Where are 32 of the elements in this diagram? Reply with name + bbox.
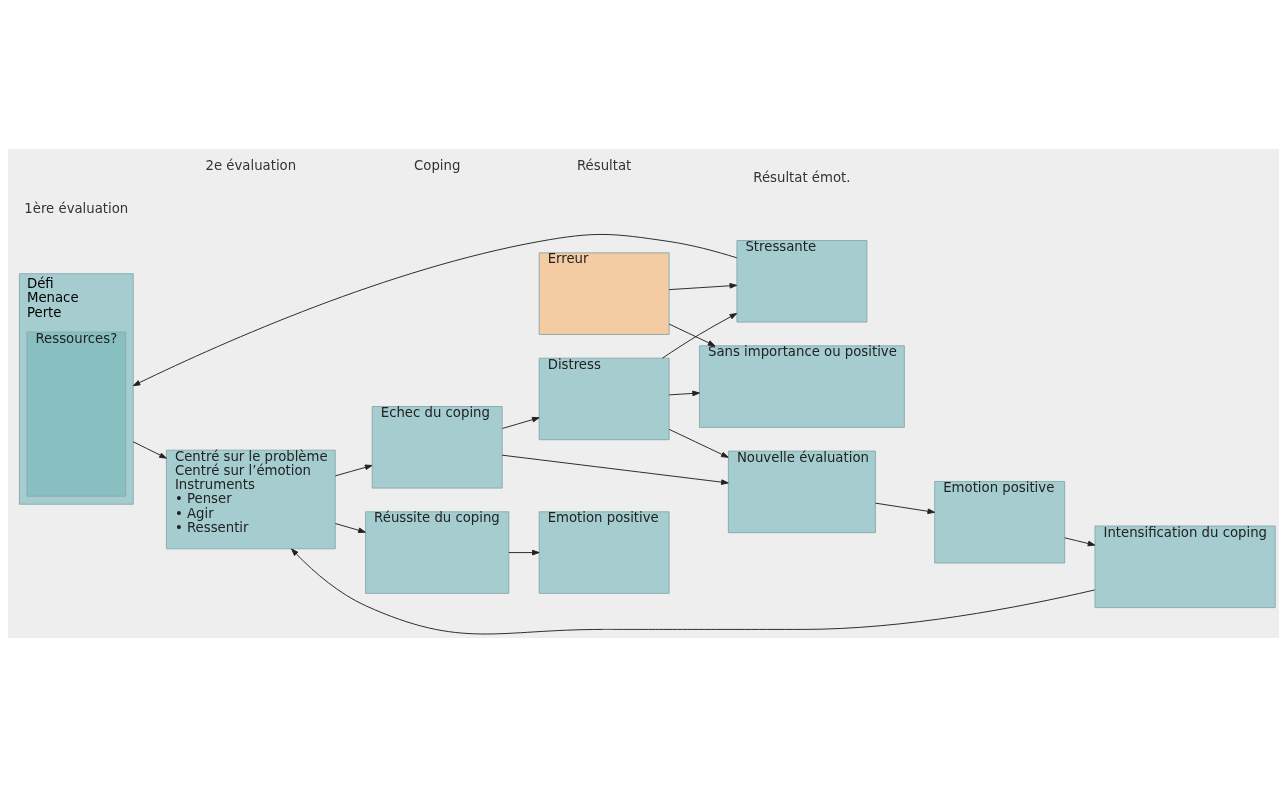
- node-box: Distress: [538, 357, 670, 441]
- node-box: Centré sur le problème Centré sur l’émotion Instruments • Penser • Agir • Ressentir: [165, 449, 336, 550]
- node-box: Echec du coping: [371, 406, 503, 489]
- node-box: Erreur: [538, 252, 670, 335]
- arrow: [1064, 537, 1096, 547]
- node-box: Emotion positive: [934, 480, 1066, 564]
- node-box: Intensification du coping: [1094, 525, 1276, 609]
- label: 1ère évaluation: [24, 200, 129, 216]
- node-box: Nouvelle évaluation: [727, 450, 876, 534]
- node-box: Sans importance ou positive: [699, 345, 905, 428]
- arrow: [662, 313, 738, 359]
- arrow: [668, 390, 700, 397]
- arrow: [291, 548, 1096, 635]
- arrow: [508, 549, 540, 556]
- arrow: [334, 523, 366, 534]
- node-box: Réussite du coping: [365, 511, 510, 594]
- node-box: Emotion positive: [538, 511, 670, 594]
- arrow: [501, 454, 729, 485]
- node-box: Ressources?: [26, 331, 127, 497]
- node-box: Stressante: [736, 240, 868, 323]
- arrow: [132, 441, 167, 459]
- arrow: [875, 502, 936, 515]
- arrow: [668, 283, 738, 291]
- label: 2e évaluation: [205, 158, 297, 174]
- arrow: [132, 234, 738, 387]
- arrow: [334, 464, 373, 477]
- label: Coping: [414, 158, 461, 174]
- arrow: [501, 416, 540, 429]
- arrow: [668, 323, 716, 347]
- label: Résultat émot.: [753, 170, 851, 186]
- label: Résultat: [576, 158, 632, 174]
- arrow: [668, 428, 729, 458]
